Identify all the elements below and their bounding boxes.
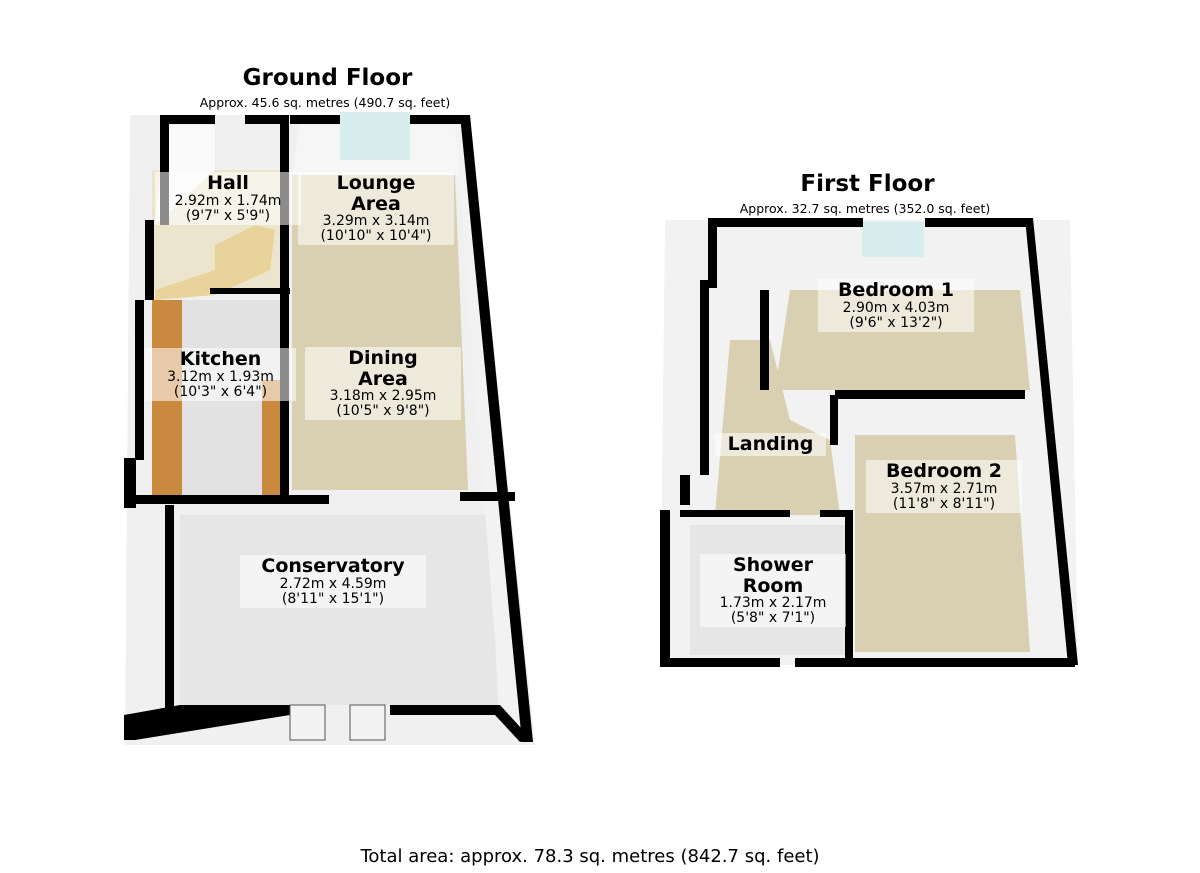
room-label-dining-area: Dining Area 3.18m x 2.95m (10'5" x 9'8"): [305, 347, 461, 421]
window: [340, 112, 410, 160]
ground-floor-area: Approx. 45.6 sq. metres (490.7 sq. feet): [199, 95, 451, 110]
room-metric: 3.12m x 1.93m: [167, 368, 274, 385]
room-metric: 2.92m x 1.74m: [174, 192, 282, 209]
room-metric: 1.73m x 2.17m: [719, 595, 827, 612]
total-area: Total area: approx. 78.3 sq. metres (842…: [360, 846, 820, 867]
room-imperial: (5'8" x 7'1"): [730, 610, 816, 627]
room-imperial: (8'11" x 15'1"): [281, 590, 385, 607]
room-metric: 3.57m x 2.71m: [890, 480, 998, 497]
room-imperial: (9'7" x 5'9"): [185, 207, 271, 224]
kitchen-worktop-2: [262, 380, 284, 495]
room-name: Lounge Area: [336, 172, 416, 215]
conservatory-floor: [180, 515, 498, 705]
room-label-kitchen: Kitchen 3.12m x 1.93m (10'3" x 6'4"): [145, 348, 296, 401]
room-imperial: (9'6" x 13'2"): [849, 314, 943, 331]
room-label-hall: Hall 2.92m x 1.74m (9'7" x 5'9"): [155, 172, 301, 225]
ground-floor-title: Ground Floor: [242, 65, 413, 91]
room-name: Landing: [727, 433, 814, 455]
room-metric: 3.29m x 3.14m: [322, 213, 430, 230]
room-name: Dining Area: [348, 347, 418, 390]
room-name: Kitchen: [179, 348, 262, 370]
first-floor-area: Approx. 32.7 sq. metres (352.0 sq. feet): [739, 201, 991, 216]
room-imperial: (10'3" x 6'4"): [173, 383, 268, 400]
room-imperial: (10'10" x 10'4"): [320, 228, 432, 245]
first-floor-title: First Floor: [800, 171, 935, 197]
room-name: Shower Room: [732, 554, 814, 597]
room-name: Hall: [207, 172, 249, 194]
room-label-bedroom-1: Bedroom 1 2.90m x 4.03m (9'6" x 13'2"): [818, 279, 974, 332]
window: [862, 222, 924, 257]
ground-floor-walls: [124, 115, 533, 742]
stairs: [155, 225, 275, 300]
room-label-lounge-area: Lounge Area 3.29m x 3.14m (10'10" x 10'4…: [298, 172, 454, 246]
room-imperial: (10'5" x 9'8"): [336, 403, 430, 420]
room-label-bedroom-2: Bedroom 2 3.57m x 2.71m (11'8" x 8'11"): [866, 460, 1022, 513]
room-metric: 2.72m x 4.59m: [279, 575, 387, 592]
room-metric: 2.90m x 4.03m: [842, 299, 950, 316]
room-name: Conservatory: [261, 555, 405, 577]
conservatory-doors: [289, 704, 386, 741]
landing-floor: [715, 340, 840, 515]
room-label-landing: Landing: [715, 433, 826, 456]
room-metric: 3.18m x 2.95m: [329, 388, 437, 405]
first-floor-walls: [660, 218, 1078, 667]
room-name: Bedroom 2: [885, 460, 1003, 482]
room-name: Bedroom 1: [837, 279, 955, 301]
room-label-conservatory: Conservatory 2.72m x 4.59m (8'11" x 15'1…: [240, 555, 426, 608]
room-label-shower-room: Shower Room 1.73m x 2.17m (5'8" x 7'1"): [700, 554, 846, 628]
room-imperial: (11'8" x 8'11"): [892, 495, 996, 512]
